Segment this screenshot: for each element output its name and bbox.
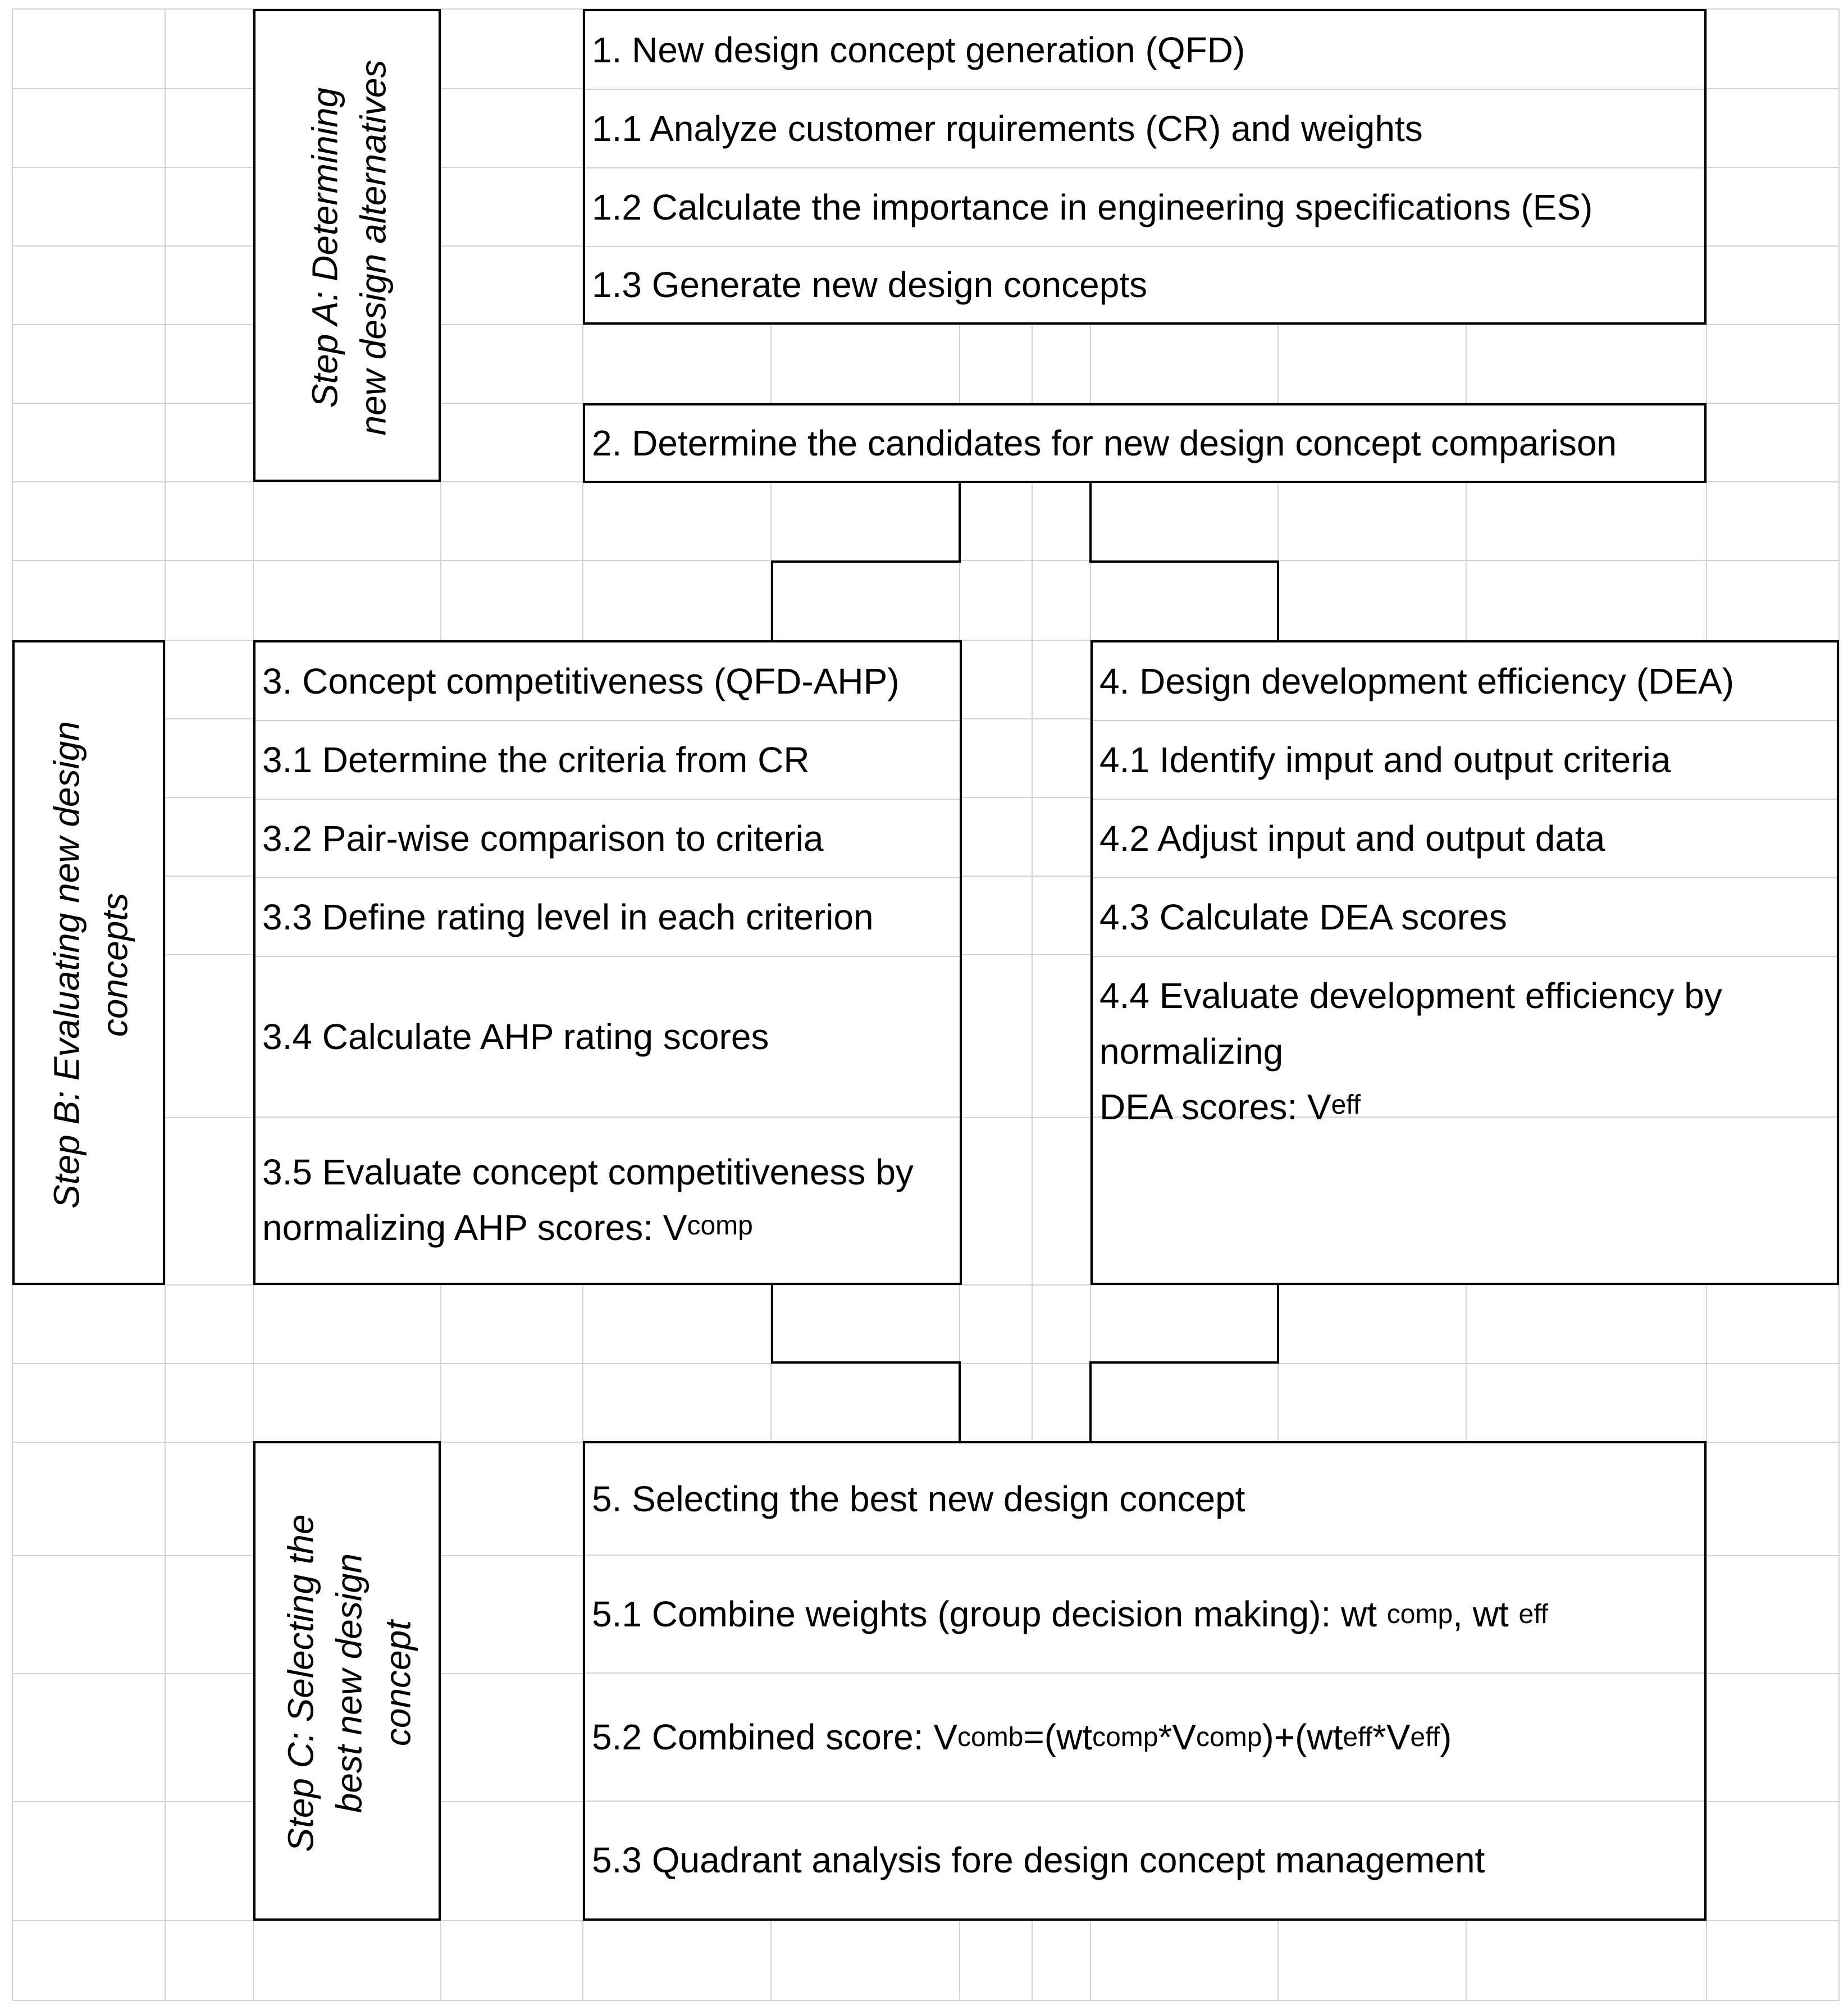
connector-box4-to-box5-down xyxy=(1089,1361,1092,1442)
connector-to-box4-down xyxy=(1277,560,1279,641)
box-4-title: 4. Design development efficiency (DEA) xyxy=(1093,642,1837,721)
box-1-item-3: 1.3 Generate new design concepts xyxy=(592,265,1148,305)
step-c-label: Step C: Selecting the best new design co… xyxy=(276,1514,422,1852)
formula-v-eff-subscript: eff xyxy=(1410,1722,1440,1752)
step-a-line-2: new design alternatives xyxy=(353,60,394,436)
box-4-item-4: 4.4 Evaluate development efficiency by n… xyxy=(1093,957,1837,1127)
box-3-item-5-line-2: normalizing AHP scores: Vcomp xyxy=(262,1200,914,1256)
connector-box3-to-box5-down xyxy=(959,1361,961,1442)
box-3-item-3: 3.3 Define rating level in each criterio… xyxy=(255,878,960,957)
box-4-item-3: 4.3 Calculate DEA scores xyxy=(1093,878,1837,957)
box-5-item-3: 5.3 Quadrant analysis fore design concep… xyxy=(592,1840,1485,1880)
box-3-competitiveness: 3. Concept competitiveness (QFD-AHP) 3.1… xyxy=(253,640,962,1285)
v-eff-subscript: eff xyxy=(1331,1090,1361,1120)
connector-box3-down xyxy=(771,1284,773,1364)
box-5-title: 5. Selecting the best new design concept xyxy=(585,1443,1704,1556)
box-3-item-2: 3.2 Pair-wise comparison to criteria xyxy=(255,800,960,878)
step-a-label: Step A: Determining new design alternati… xyxy=(301,60,398,436)
box-3-item-4: 3.4 Calculate AHP rating scores xyxy=(255,957,960,1118)
box-5-item-1: 5.1 Combine weights (group decision maki… xyxy=(585,1556,1704,1674)
box-2-candidates: 2. Determine the candidates for new desi… xyxy=(583,403,1706,483)
box-3-item-1: 3.1 Determine the criteria from CR xyxy=(255,721,960,800)
step-c-line-2: best new design xyxy=(328,1553,369,1813)
connector-box2-left-horizontal xyxy=(771,560,961,563)
step-a-line-1: Step A: Determining xyxy=(304,87,345,408)
step-c-line-3: concept xyxy=(377,1620,418,1747)
wt-eff-subscript: eff xyxy=(1518,1599,1549,1629)
connector-to-box3-down xyxy=(771,560,773,641)
v-comb-subscript: comb xyxy=(957,1722,1024,1752)
box-3-title: 3. Concept competitiveness (QFD-AHP) xyxy=(255,642,960,721)
box-3-item-5: 3.5 Evaluate concept competitiveness by … xyxy=(255,1118,960,1283)
step-a-box: Step A: Determining new design alternati… xyxy=(253,9,441,482)
box-4-item-4-text: DEA scores: V xyxy=(1099,1087,1331,1128)
connector-box2-left-down xyxy=(959,482,961,563)
connector-box2-right-horizontal xyxy=(1089,560,1279,563)
box-4-item-2: 4.2 Adjust input and output data xyxy=(1093,800,1837,878)
wt-comp-subscript: comp xyxy=(1386,1599,1453,1629)
box-2-title: 2. Determine the candidates for new desi… xyxy=(592,423,1617,463)
box-1-item-1: 1.1 Analyze customer rquirements (CR) an… xyxy=(585,90,1704,168)
formula-wt-eff-subscript: eff xyxy=(1343,1722,1372,1752)
box-1-concept-generation: 1. New design concept generation (QFD) 1… xyxy=(583,9,1706,325)
step-b-label: Step B: Evaluating new design concepts xyxy=(43,721,140,1209)
step-b-line-2: concepts xyxy=(95,892,135,1037)
box-4-item-4-line-2: DEA scores: Veff xyxy=(1099,1079,1837,1135)
step-c-line-1: Step C: Selecting the xyxy=(280,1514,321,1852)
box-5-item-2-text: 5.2 Combined score: V xyxy=(592,1717,957,1757)
step-b-box: Step B: Evaluating new design concepts xyxy=(12,640,165,1285)
connector-box2-right-down xyxy=(1089,482,1092,563)
formula-v-comp-subscript: comp xyxy=(1196,1722,1262,1752)
box-3-item-5-line-1: 3.5 Evaluate concept competitiveness by xyxy=(262,1151,914,1192)
step-c-box: Step C: Selecting the best new design co… xyxy=(253,1441,441,1921)
formula-part-1: =(wt xyxy=(1023,1717,1093,1757)
box-4-efficiency: 4. Design development efficiency (DEA) 4… xyxy=(1090,640,1839,1285)
box-5-item-1-separator: , wt xyxy=(1453,1594,1519,1634)
box-1-item-2: 1.2 Calculate the importance in engineer… xyxy=(585,168,1704,247)
box-5-item-1-text: 5.1 Combine weights (group decision maki… xyxy=(592,1594,1387,1634)
connector-box4-horizontal xyxy=(1089,1361,1279,1364)
formula-wt-comp-subscript: comp xyxy=(1092,1722,1158,1752)
formula-part-2: *V xyxy=(1158,1717,1197,1757)
box-5-selection: 5. Selecting the best new design concept… xyxy=(583,1441,1706,1921)
box-4-item-4-line-1: 4.4 Evaluate development efficiency by n… xyxy=(1099,976,1722,1072)
box-3-item-5-text: normalizing AHP scores: V xyxy=(262,1207,687,1248)
box-4-empty-row xyxy=(1093,1118,1837,1283)
formula-part-3: )+(wt xyxy=(1262,1717,1343,1757)
box-4-item-1: 4.1 Identify imput and output criteria xyxy=(1093,721,1837,800)
box-1-title: 1. New design concept generation (QFD) xyxy=(585,11,1704,90)
connector-box4-down xyxy=(1277,1284,1279,1364)
v-comp-subscript: comp xyxy=(687,1211,753,1241)
connector-box3-horizontal xyxy=(771,1361,961,1364)
formula-part-4: *V xyxy=(1372,1717,1411,1757)
formula-part-5: ) xyxy=(1440,1717,1452,1757)
step-b-line-1: Step B: Evaluating new design xyxy=(46,721,87,1209)
